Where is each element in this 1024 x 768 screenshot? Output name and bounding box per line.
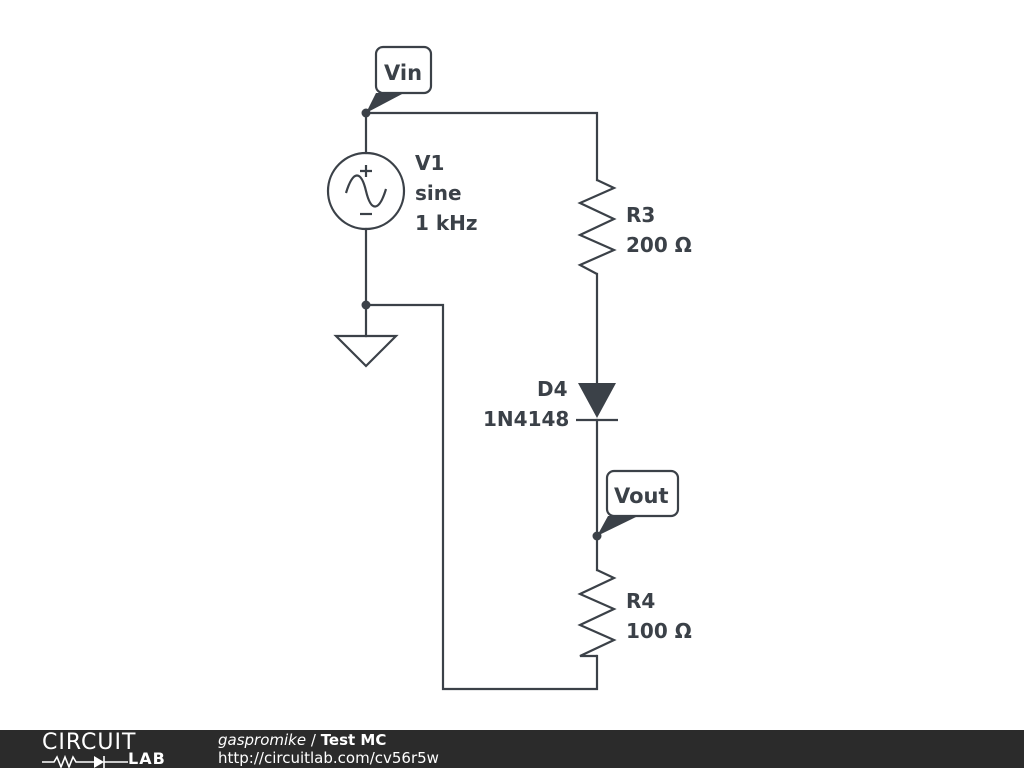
circuit-title[interactable]: Test MC xyxy=(320,731,387,749)
footer-bar: CIRCUIT LAB gaspromike / Test MC http://… xyxy=(0,730,1024,768)
net-flag-vout[interactable]: Vout xyxy=(597,469,680,536)
v1-type-label: sine xyxy=(415,181,462,205)
credits: gaspromike / Test MC http://circuitlab.c… xyxy=(218,731,439,767)
wire-vin-top xyxy=(364,111,599,182)
wire-ground-return xyxy=(364,303,599,691)
net-flag-vin[interactable]: Vin xyxy=(366,45,433,113)
author-name[interactable]: gaspromike xyxy=(218,731,307,749)
circuitlab-logo[interactable]: CIRCUIT LAB xyxy=(42,730,182,768)
resistor-r3[interactable] xyxy=(577,179,617,275)
title-separator: / xyxy=(306,731,321,749)
logo-circuit-text: CIRCUIT xyxy=(42,730,137,755)
ground-symbol[interactable] xyxy=(333,334,399,368)
logo-lab-text: LAB xyxy=(128,749,166,768)
logo-resistor-diode-icon xyxy=(42,754,128,768)
resistor-r4[interactable] xyxy=(577,569,617,658)
r3-name-label: R3 xyxy=(626,203,655,227)
r4-value-label: 100 Ω xyxy=(626,619,692,643)
voltage-source-v1[interactable] xyxy=(326,151,406,231)
vout-label: Vout xyxy=(614,484,669,508)
v1-freq-label: 1 kHz xyxy=(415,211,478,235)
sine-symbol xyxy=(344,174,388,208)
wires xyxy=(364,111,599,691)
v1-name-label: V1 xyxy=(415,151,444,175)
r3-value-label: 200 Ω xyxy=(626,233,692,257)
node-ground xyxy=(361,300,371,310)
d4-part-label: 1N4148 xyxy=(483,407,569,431)
plus-sign xyxy=(360,165,372,177)
d4-name-label: D4 xyxy=(537,377,568,401)
vin-label: Vin xyxy=(384,61,422,85)
diode-d4[interactable] xyxy=(576,383,618,422)
schematic-canvas: V1 sine 1 kHz R3 200 Ω D4 1N4148 R4 100 … xyxy=(326,45,692,691)
circuit-url[interactable]: http://circuitlab.com/cv56r5w xyxy=(218,749,439,767)
author-title-line: gaspromike / Test MC xyxy=(218,731,439,749)
r4-name-label: R4 xyxy=(626,589,655,613)
